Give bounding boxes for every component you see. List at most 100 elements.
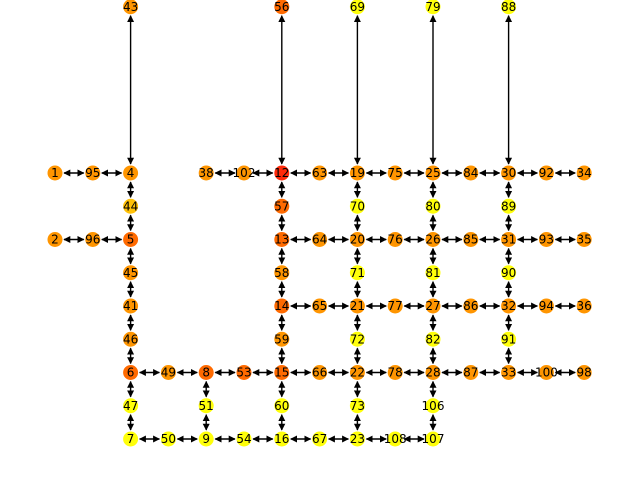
node-label-92: 92: [539, 166, 554, 180]
node-28: 28: [425, 365, 441, 380]
node-label-64: 64: [312, 233, 327, 247]
node-31: 31: [501, 232, 516, 247]
node-30: 30: [501, 165, 516, 181]
node-circle-59: [274, 331, 290, 347]
node-label-73: 73: [350, 399, 365, 413]
node-circle-87: [463, 365, 479, 380]
node-75: 75: [388, 165, 403, 181]
node-16: 16: [274, 431, 289, 447]
node-label-33: 33: [501, 366, 516, 380]
node-circle-77: [387, 298, 403, 314]
node-circle-88: [501, 0, 517, 15]
node-70: 70: [349, 198, 365, 214]
node-label-84: 84: [463, 166, 478, 180]
node-label-107: 107: [422, 432, 445, 446]
node-1: 1: [47, 165, 63, 181]
node-circle-43: [123, 0, 139, 15]
node-90: 90: [501, 265, 517, 281]
node-label-4: 4: [127, 166, 135, 180]
edge-layer: [63, 15, 576, 443]
node-88: 88: [501, 0, 517, 15]
node-circle-8: [198, 365, 214, 380]
node-label-96: 96: [85, 233, 100, 247]
node-circle-6: [123, 365, 139, 380]
node-circle-89: [501, 198, 517, 214]
node-circle-13: [274, 232, 290, 247]
node-53: 53: [236, 365, 252, 380]
node-89: 89: [501, 198, 517, 214]
node-circle-84: [463, 165, 479, 181]
node-46: 46: [123, 331, 139, 347]
node-circle-35: [576, 232, 592, 247]
node-87: 87: [463, 365, 478, 380]
node-43: 43: [123, 0, 139, 15]
node-circle-82: [425, 331, 441, 347]
node-54: 54: [236, 431, 252, 447]
node-circle-76: [387, 232, 403, 247]
node-95: 95: [85, 165, 101, 181]
node-label-81: 81: [425, 266, 440, 280]
node-circle-100: [538, 365, 554, 380]
node-label-85: 85: [463, 233, 478, 247]
node-circle-46: [123, 331, 139, 347]
node-label-54: 54: [236, 432, 251, 446]
node-label-87: 87: [463, 366, 478, 380]
node-label-66: 66: [312, 366, 327, 380]
node-label-20: 20: [350, 233, 365, 247]
node-circle-51: [198, 398, 214, 414]
node-label-80: 80: [425, 199, 440, 213]
node-label-100: 100: [535, 366, 558, 380]
node-label-89: 89: [501, 199, 516, 213]
node-label-50: 50: [161, 432, 176, 446]
node-80: 80: [425, 198, 441, 214]
node-circle-81: [425, 265, 441, 281]
node-circle-4: [123, 165, 139, 181]
node-13: 13: [274, 232, 289, 247]
node-58: 58: [274, 265, 289, 281]
node-label-60: 60: [274, 399, 289, 413]
node-93: 93: [539, 232, 554, 247]
node-label-26: 26: [425, 233, 440, 247]
node-label-1: 1: [51, 166, 59, 180]
node-circle-70: [349, 198, 365, 214]
node-7: 7: [123, 431, 139, 447]
node-circle-95: [85, 165, 101, 181]
node-45: 45: [123, 265, 139, 281]
node-circle-14: [274, 298, 290, 314]
node-label-76: 76: [388, 233, 403, 247]
node-71: 71: [350, 265, 365, 281]
node-circle-91: [501, 331, 517, 347]
node-circle-73: [349, 398, 365, 414]
node-label-79: 79: [425, 0, 440, 14]
node-label-77: 77: [388, 299, 403, 313]
node-23: 23: [349, 431, 365, 447]
node-57: 57: [274, 198, 289, 214]
node-27: 27: [425, 298, 441, 314]
node-label-67: 67: [312, 432, 327, 446]
node-33: 33: [501, 365, 516, 380]
node-circle-106: [425, 398, 441, 414]
node-label-5: 5: [127, 233, 135, 247]
node-label-72: 72: [350, 332, 365, 346]
node-92: 92: [538, 165, 554, 181]
node-14: 14: [274, 298, 290, 314]
node-85: 85: [463, 232, 478, 247]
node-86: 86: [463, 298, 478, 314]
node-circle-92: [538, 165, 554, 181]
node-circle-23: [349, 431, 365, 447]
node-38: 38: [199, 165, 214, 181]
node-label-2: 2: [51, 233, 59, 247]
node-91: 91: [501, 331, 517, 347]
node-64: 64: [312, 232, 327, 247]
node-circle-67: [312, 431, 328, 447]
node-label-70: 70: [350, 199, 365, 213]
node-circle-90: [501, 265, 517, 281]
node-circle-72: [349, 331, 365, 347]
node-51: 51: [198, 398, 214, 414]
node-label-6: 6: [127, 366, 135, 380]
node-81: 81: [425, 265, 441, 281]
node-circle-45: [123, 265, 139, 281]
node-label-106: 106: [422, 399, 445, 413]
node-circle-80: [425, 198, 441, 214]
node-41: 41: [123, 298, 138, 314]
